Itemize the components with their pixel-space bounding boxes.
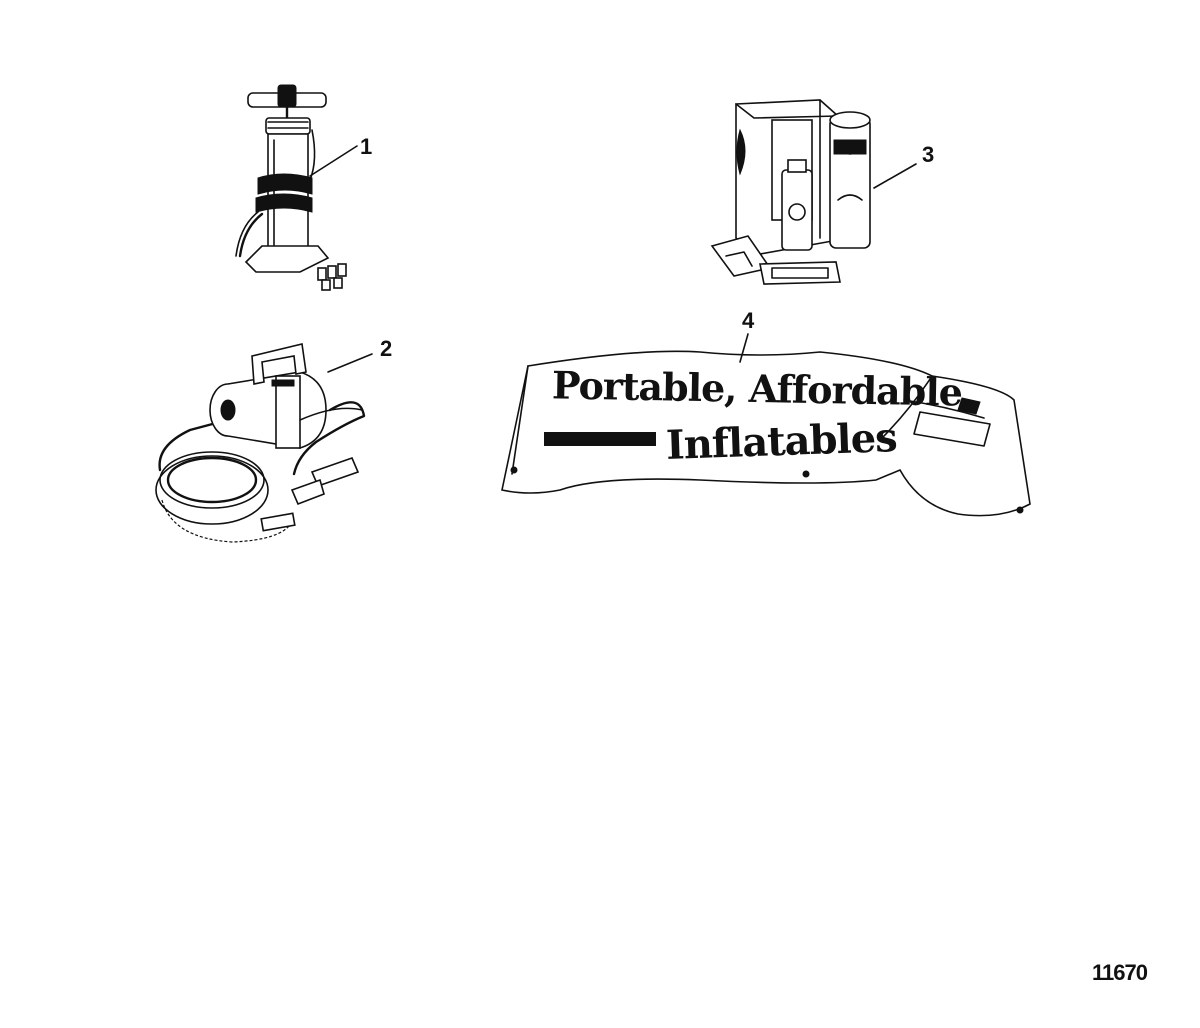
banner-text-line1: Portable, Affordable — [551, 362, 963, 415]
callout-1: 1 — [360, 134, 373, 159]
banner-brand-mark — [544, 432, 656, 446]
callout-2: 2 — [380, 336, 393, 361]
callout-4: 4 — [742, 308, 755, 333]
banner-text-line2: Inflatables — [665, 413, 898, 470]
repair-kit-illustration — [710, 99, 917, 285]
figure-number: 11670 — [1092, 960, 1148, 985]
callout-3: 3 — [922, 142, 935, 167]
electric-blower-illustration — [155, 343, 373, 543]
banner-illustration — [501, 333, 1031, 517]
hand-pump-illustration — [235, 84, 358, 291]
